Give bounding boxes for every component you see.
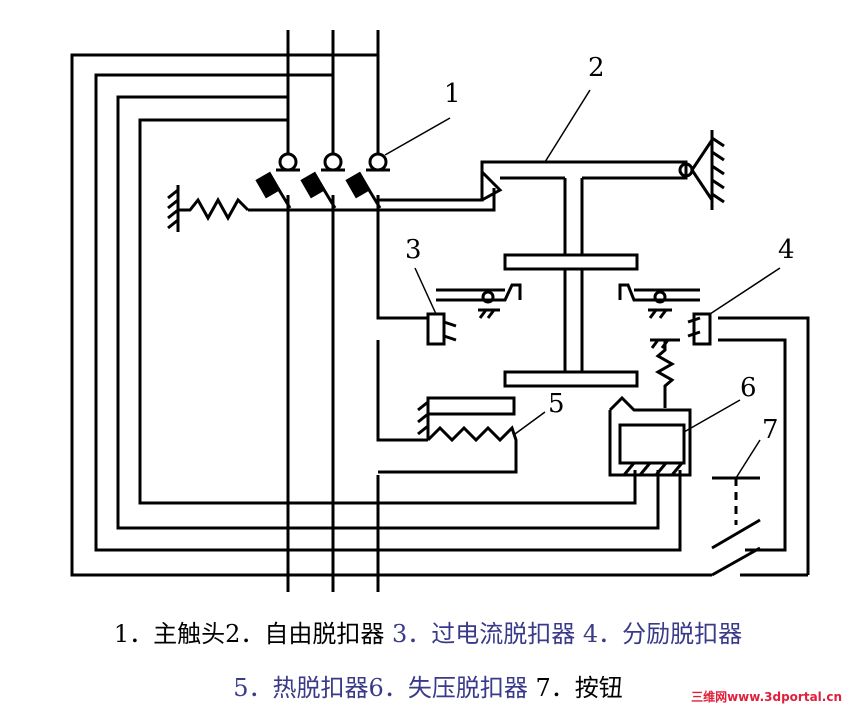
caption-item-overcurrent-trip: 3．过电流脱扣器: [392, 620, 583, 648]
central-trip-bar: [503, 253, 639, 388]
undervoltage-trip: [608, 338, 692, 477]
label-1: 1: [444, 79, 461, 109]
thermal-trip: [378, 396, 518, 474]
label-3: 3: [405, 235, 422, 265]
caption-line-2: 5．热脱扣器6．失压脱扣器 7．按钮: [0, 668, 856, 703]
circuit-breaker-diagram: 1 2 3 4 5 6 7: [70, 30, 810, 592]
main-contacts: [248, 152, 390, 212]
overcurrent-trip: [376, 210, 522, 442]
caption-item-thermal-trip: 5．热脱扣器: [233, 674, 369, 702]
label-6: 6: [740, 373, 757, 403]
outer-wiring-loops: [70, 53, 810, 577]
caption-item-shunt-trip: 4．分励脱扣器: [582, 620, 743, 648]
label-5: 5: [548, 389, 565, 419]
label-7: 7: [762, 415, 779, 445]
main-spring: [167, 185, 250, 232]
caption-item-free-trip: 2．自由脱扣器: [225, 620, 392, 648]
free-trip-mechanism: [378, 130, 725, 255]
diagram-labels: 1 2 3 4 5 6 7: [405, 53, 795, 445]
label-2: 2: [588, 53, 605, 83]
watermark: 三维网www.3dportal.cn: [691, 690, 842, 704]
label-leaders: [384, 89, 781, 479]
caption-item-button: 7．按钮: [535, 674, 623, 702]
caption-item-main-contact: 1．主触头: [113, 620, 226, 648]
label-4: 4: [778, 235, 795, 265]
shunt-trip: [618, 283, 712, 346]
caption-line-1: 1．主触头2．自由脱扣器 3．过电流脱扣器 4．分励脱扣器: [0, 614, 856, 649]
push-button: [711, 476, 761, 550]
caption-item-undervoltage-trip: 6．失压脱扣器: [368, 674, 536, 702]
main-bus-lines: [286, 30, 380, 592]
